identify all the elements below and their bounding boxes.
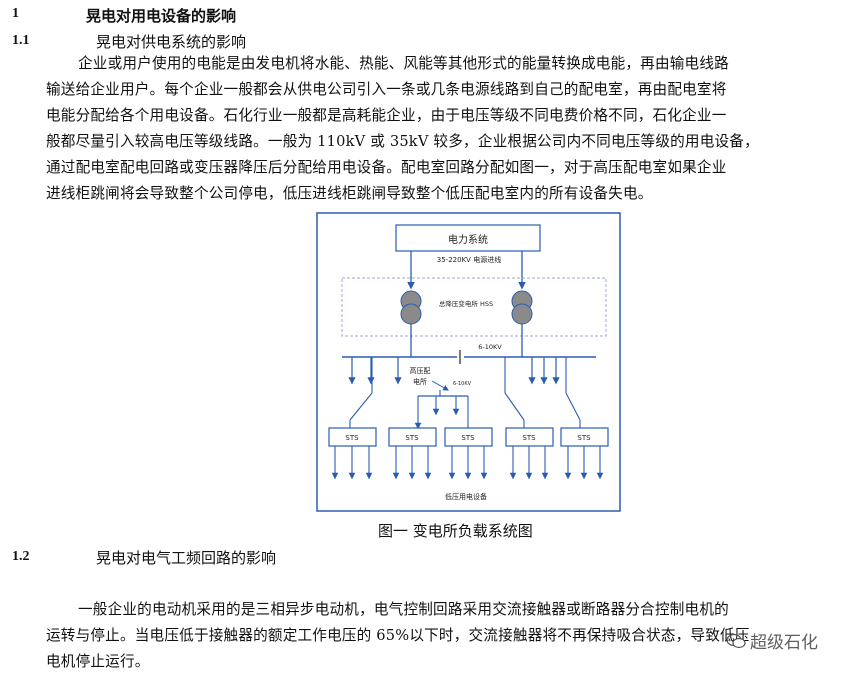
sts-box: STS — [388, 427, 437, 447]
paragraph-line: 通过配电室配电回路或变压器降压后分配给用电设备。配电室回路分配如图一，对于高压配… — [46, 159, 727, 176]
paragraph-line: 电机停止运行。 — [46, 653, 150, 670]
paragraph-line: 企业或用户使用的电能是由发电机将水能、热能、风能等其他形式的能量转换成电能，再由… — [78, 55, 729, 72]
paragraph-line: 运转与停止。当电压低于接触器的额定工作电压的 65%以下时，交流接触器将不再保持… — [46, 627, 750, 644]
hv-room-label-line2: 电所 — [413, 377, 427, 386]
watermark-text: 超级石化 — [750, 633, 818, 653]
bus-voltage-label: 6-10KV — [478, 343, 502, 351]
feeder-voltage-label: 6-10KV — [453, 381, 472, 387]
sts-box: STS — [560, 427, 609, 447]
hv-room-label-line1: 高压配 — [410, 366, 431, 375]
wechat-icon — [726, 633, 746, 649]
svg-text:STS: STS — [522, 434, 536, 442]
transformer-right-icon — [511, 290, 533, 325]
substation-area — [341, 277, 607, 337]
section-1-title: 晃电对用电设备的影响 — [86, 7, 237, 25]
section-1-1-number: 1.1 — [12, 33, 30, 48]
section-1-number: 1 — [12, 6, 19, 21]
section-1-2-title: 晃电对电气工频回路的影响 — [96, 549, 277, 567]
figure-caption: 图一 变电所负载系统图 — [378, 522, 533, 540]
sts-box: STS — [505, 427, 554, 447]
paragraph-line: 进线柜跳闸将会导致整个公司停电，低压进线柜跳闸导致整个低压配电室内的所有设备失电… — [46, 185, 653, 202]
svg-text:STS: STS — [405, 434, 419, 442]
source-line-label: 35-220KV 电源进线 — [437, 255, 501, 264]
transformer-left-icon — [400, 290, 422, 325]
svg-text:STS: STS — [345, 434, 359, 442]
substation-label: 总降压变电所 HSS — [439, 299, 493, 308]
svg-text:STS: STS — [461, 434, 475, 442]
sts-box: STS — [444, 427, 493, 447]
watermark: 超级石化 — [726, 628, 818, 653]
paragraph-line: 一般企业的电动机采用的是三相异步电动机，电气控制回路采用交流接触器或断路器分合控… — [78, 601, 729, 618]
sts-box: STS — [328, 427, 377, 447]
paragraph-line: 输送给企业用户。每个企业一般都会从供电公司引入一条或几条电源线路到自己的配电室，… — [46, 81, 727, 98]
section-1-2-number: 1.2 — [12, 549, 30, 564]
svg-text:STS: STS — [577, 434, 591, 442]
power-system-label: 电力系统 — [448, 233, 488, 246]
paragraph-line: 电能分配给各个用电设备。石化行业一般都是高耗能企业，由于电压等级不同电费价格不同… — [46, 107, 727, 124]
paragraph-line: 般都尽量引入较高电压等级线路。一般为 110kV 或 35kV 较多，企业根据公… — [46, 133, 759, 150]
power-system-box — [395, 224, 541, 252]
load-arrows — [331, 446, 604, 480]
load-label: 低压用电设备 — [445, 492, 487, 501]
section-1-1-title: 晃电对供电系统的影响 — [96, 33, 247, 51]
